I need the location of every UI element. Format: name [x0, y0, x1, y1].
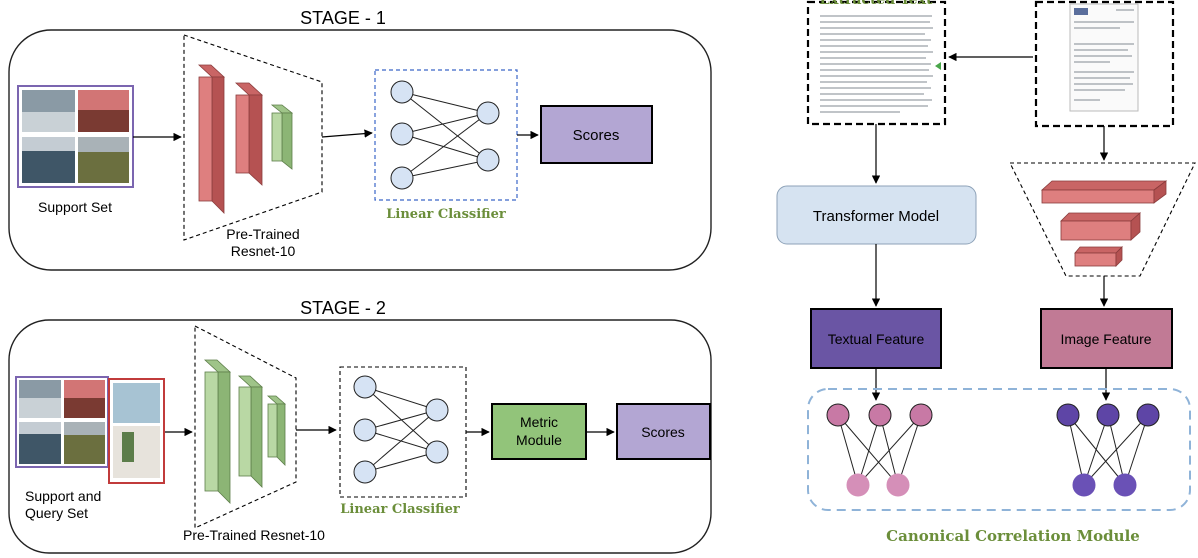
- stage1-scores-label: Scores: [573, 127, 620, 144]
- stage2-classifier-network: [353, 375, 449, 484]
- extracted-text-marker: [935, 62, 941, 70]
- stage2-support-label-1: Support and: [25, 488, 101, 504]
- classifier-node: [353, 418, 377, 442]
- ccm-box: [807, 388, 1191, 511]
- stage2-scores-label: Scores: [641, 424, 685, 440]
- stage2-support-label-2: Query Set: [25, 505, 88, 521]
- extracted-text-label: Extracted Text: [819, 0, 933, 8]
- textual-feature-label: Textual Feature: [828, 331, 925, 347]
- classifier-node: [425, 398, 449, 422]
- stage2-metric-label-1: Metric: [520, 414, 558, 430]
- classifier-node: [390, 122, 414, 146]
- ccm-label: Canonical Correlation Module: [886, 527, 1140, 545]
- classifier-node: [390, 80, 414, 104]
- classifier-node: [476, 148, 500, 172]
- stage1-backbone-trapezoid: [183, 34, 323, 241]
- ccm-text-network: [826, 403, 933, 497]
- ccm-image-network: [1056, 403, 1160, 497]
- stage2-scores-box: [616, 403, 711, 460]
- ccm-node: [868, 403, 892, 427]
- transformer-model-label: Transformer Model: [813, 208, 939, 225]
- stage1-backbone-label-2: Resnet-10: [231, 243, 296, 259]
- stage1-support-set-images: [17, 85, 134, 188]
- classifier-node: [353, 460, 377, 484]
- stage1-backbone-layers: [197, 64, 294, 214]
- ccm-node: [846, 473, 870, 497]
- ccm-node: [886, 473, 910, 497]
- image-cnn-layers: [1040, 180, 1168, 267]
- stage2-backbone-label: Pre-Trained Resnet-10: [183, 527, 325, 543]
- stage1-title: STAGE - 1: [300, 8, 386, 28]
- extracted-text-lines: [820, 15, 933, 113]
- classifier-node: [476, 101, 500, 125]
- stage2-backbone-trapezoid: [194, 325, 297, 529]
- ccm-node: [1056, 403, 1080, 427]
- ccm-node: [1136, 403, 1160, 427]
- stage2-classifier-label: Linear Classifier: [340, 502, 460, 517]
- stage1-classifier-label: Linear Classifier: [386, 207, 506, 222]
- stage2-title: STAGE - 2: [300, 298, 386, 318]
- ccm-node: [1072, 473, 1096, 497]
- classifier-node: [353, 375, 377, 399]
- stage2-metric-label-2: Module: [516, 432, 562, 448]
- stage1-arrow-backbone-to-classifier: [321, 129, 373, 138]
- stage1-backbone-label-1: Pre-Trained: [226, 226, 299, 242]
- ccm-node: [909, 403, 933, 427]
- ccm-node: [1113, 473, 1137, 497]
- classifier-node: [390, 166, 414, 190]
- stage2-backbone-layers: [203, 359, 287, 504]
- image-feature-box: [1040, 308, 1173, 369]
- textual-feature-box: [810, 308, 942, 369]
- ccm-node: [1096, 403, 1120, 427]
- stage1-scores-box: [540, 105, 653, 164]
- ccm-node: [826, 403, 850, 427]
- image-cnn-trapezoid: [1009, 162, 1196, 277]
- source-document-page: [1069, 3, 1139, 112]
- classifier-node: [425, 440, 449, 464]
- image-feature-label: Image Feature: [1060, 331, 1151, 347]
- stage1-classifier-network: [390, 80, 500, 190]
- stage1-support-label: Support Set: [38, 199, 112, 215]
- stage2-support-query-images: [15, 376, 165, 484]
- stage1-panel: [8, 29, 712, 271]
